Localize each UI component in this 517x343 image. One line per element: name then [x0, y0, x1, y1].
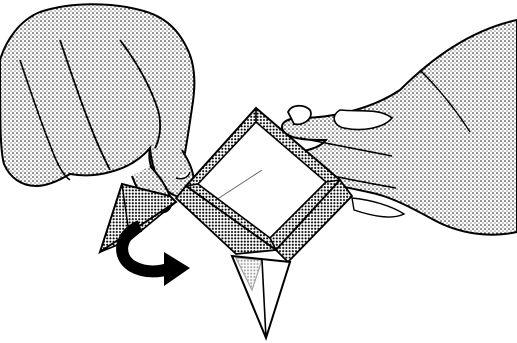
- curved-fold-arrow-icon: [122, 226, 190, 286]
- bottom-point-flap: [232, 256, 290, 338]
- left-hand: [0, 4, 194, 212]
- left-point-flap: [100, 184, 176, 252]
